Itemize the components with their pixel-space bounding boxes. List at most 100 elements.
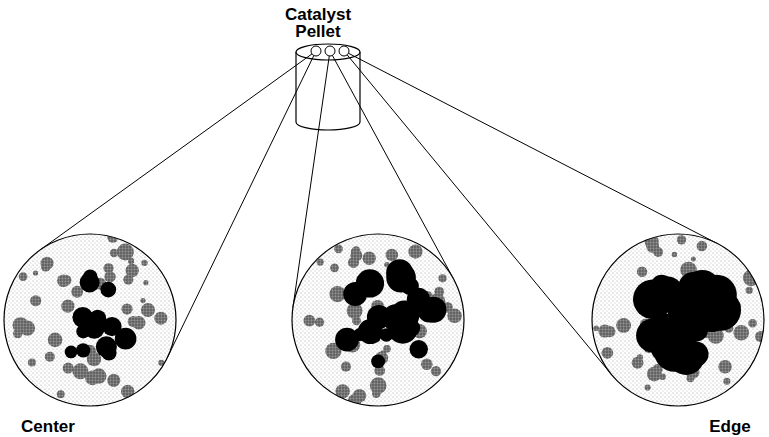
grey-particle bbox=[645, 384, 651, 390]
grey-particle bbox=[30, 295, 41, 306]
grey-particle bbox=[33, 270, 38, 275]
grey-particle bbox=[48, 333, 63, 348]
grey-particle bbox=[352, 246, 360, 254]
black-particle bbox=[696, 301, 727, 332]
grey-particle bbox=[128, 316, 139, 327]
black-particle bbox=[96, 336, 117, 357]
black-particle bbox=[651, 276, 680, 305]
black-particle bbox=[65, 346, 78, 359]
catalyst-pellet bbox=[296, 44, 360, 130]
grey-particle bbox=[121, 303, 132, 314]
sample-spot bbox=[311, 46, 321, 56]
grey-particle bbox=[353, 389, 367, 403]
grey-particle bbox=[697, 241, 707, 251]
grey-particle bbox=[41, 257, 54, 270]
grey-particle bbox=[363, 252, 376, 265]
grey-particle bbox=[45, 352, 55, 362]
black-particle bbox=[386, 259, 413, 286]
grey-particle bbox=[598, 325, 611, 338]
black-particle bbox=[410, 340, 428, 358]
pellet-label: Catalyst Pellet bbox=[273, 6, 363, 40]
view-outline bbox=[292, 234, 464, 406]
black-particle bbox=[371, 354, 385, 368]
view-outline bbox=[4, 234, 176, 406]
magnified-view bbox=[592, 234, 766, 406]
grey-particle bbox=[117, 244, 134, 261]
grey-particle bbox=[103, 263, 113, 273]
grey-particle bbox=[601, 347, 613, 359]
leader-line bbox=[347, 55, 612, 375]
grey-particle bbox=[691, 257, 696, 262]
grey-particle bbox=[748, 319, 757, 328]
grey-particle bbox=[733, 325, 749, 341]
support-matrix bbox=[292, 234, 464, 406]
grey-particle bbox=[593, 325, 599, 331]
grey-particle bbox=[743, 270, 760, 287]
grey-particle bbox=[637, 267, 647, 277]
grey-particle bbox=[85, 371, 100, 386]
position-label: Center bbox=[3, 418, 93, 435]
sample-spot bbox=[325, 46, 335, 56]
grey-particle bbox=[372, 389, 381, 398]
grey-particle bbox=[143, 280, 148, 285]
grey-particle bbox=[154, 312, 167, 325]
grey-particle bbox=[315, 318, 324, 327]
black-particle bbox=[358, 319, 383, 344]
grey-particle bbox=[723, 378, 730, 385]
black-particle bbox=[84, 318, 105, 339]
grey-particle bbox=[107, 374, 120, 387]
grey-particle bbox=[672, 252, 677, 257]
grey-particle bbox=[438, 274, 446, 282]
grey-particle bbox=[632, 357, 644, 369]
grey-particle bbox=[755, 331, 766, 342]
black-particle bbox=[684, 270, 721, 307]
grey-particle bbox=[140, 298, 145, 303]
grey-particle bbox=[348, 257, 359, 268]
grey-particle bbox=[421, 358, 433, 370]
black-particle bbox=[399, 320, 413, 334]
black-particle bbox=[421, 297, 447, 323]
grey-particle bbox=[61, 299, 74, 312]
grey-particle bbox=[57, 390, 65, 398]
grey-particle bbox=[659, 373, 666, 380]
black-particle bbox=[380, 328, 394, 342]
grey-particle bbox=[616, 318, 631, 333]
leader-line bbox=[40, 54, 312, 250]
magnified-view bbox=[4, 232, 176, 406]
black-particle bbox=[102, 317, 121, 336]
black-particle bbox=[76, 343, 90, 357]
grey-particle bbox=[677, 235, 686, 244]
grey-particle bbox=[19, 272, 28, 281]
grey-particle bbox=[330, 263, 339, 272]
sample-spot bbox=[339, 46, 349, 56]
grey-particle bbox=[28, 358, 36, 366]
grey-particle bbox=[341, 362, 351, 372]
black-particle bbox=[335, 328, 359, 352]
leader-line bbox=[348, 53, 717, 243]
view-outline bbox=[592, 234, 764, 406]
grey-particle bbox=[352, 316, 361, 325]
grey-particle bbox=[647, 367, 662, 382]
pellet-top bbox=[296, 44, 360, 60]
grey-particle bbox=[303, 315, 315, 327]
grey-particle bbox=[126, 264, 139, 277]
grey-particle bbox=[431, 366, 441, 376]
support-matrix bbox=[592, 234, 764, 406]
support-matrix bbox=[4, 234, 176, 406]
black-particle bbox=[83, 269, 97, 283]
grey-particle bbox=[121, 385, 134, 398]
black-particle bbox=[663, 310, 699, 346]
grey-particle bbox=[329, 286, 345, 302]
grey-particle bbox=[386, 249, 399, 262]
grey-particle bbox=[718, 360, 732, 374]
grey-particle bbox=[141, 260, 147, 266]
grey-particle bbox=[746, 287, 753, 294]
magnified-view bbox=[292, 234, 464, 408]
grey-particle bbox=[408, 244, 422, 258]
black-particle bbox=[343, 282, 367, 306]
position-label: Edge bbox=[695, 418, 765, 435]
grey-particle bbox=[13, 317, 29, 333]
grey-particle bbox=[61, 275, 72, 286]
